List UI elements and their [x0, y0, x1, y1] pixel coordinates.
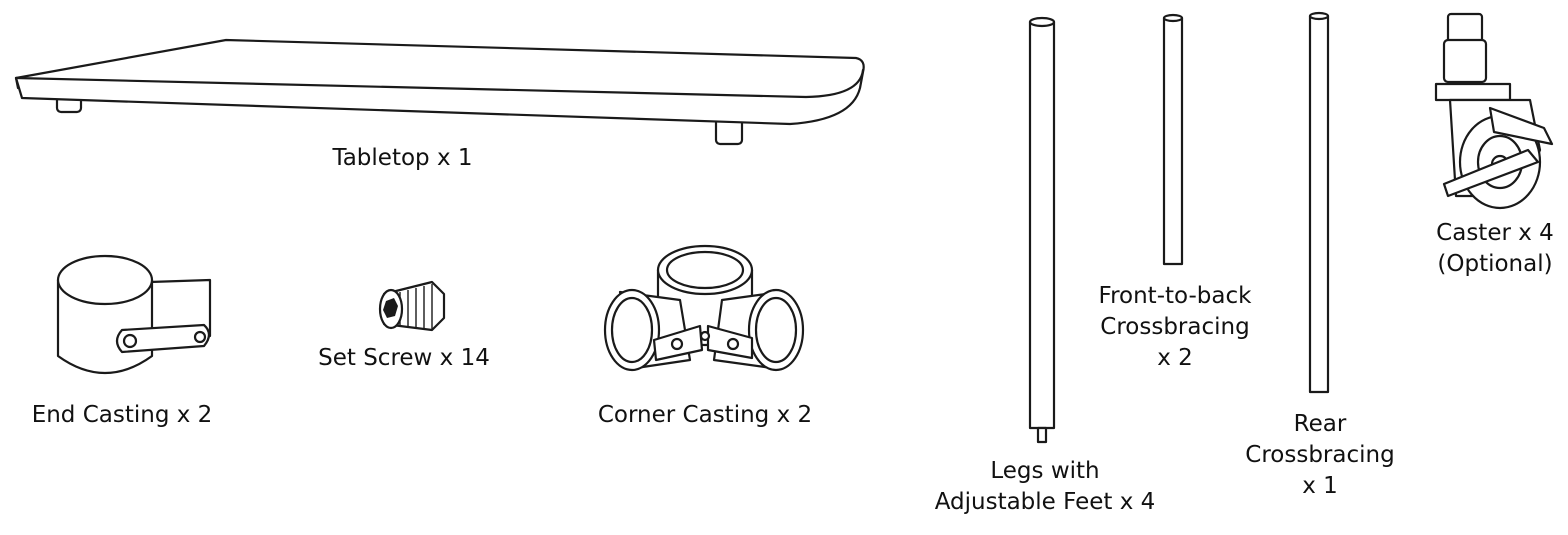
- caster-label: Caster x 4 (Optional): [1425, 218, 1565, 280]
- rear-crossbracing-label-line-1: Rear: [1293, 411, 1347, 437]
- set-screw-label-line: Set Screw x 14: [318, 345, 490, 371]
- end-casting-label-line: End Casting x 2: [31, 402, 213, 428]
- end-casting-illustration: [56, 254, 212, 374]
- corner-casting-illustration: [603, 244, 805, 372]
- corner-casting-label: Corner Casting x 2: [580, 400, 830, 431]
- tabletop-label-line: Tabletop x 1: [332, 145, 473, 171]
- front-to-back-crossbracing-illustration: [1162, 13, 1184, 266]
- legs-label-line-1: Legs with: [990, 458, 1100, 484]
- corner-casting-label-line: Corner Casting x 2: [597, 402, 813, 428]
- tabletop-label: Tabletop x 1: [300, 143, 505, 174]
- front-to-back-label-line-2: Crossbracing: [1100, 314, 1250, 340]
- rear-crossbracing-label: Rear Crossbracing x 1: [1230, 409, 1410, 502]
- set-screw-illustration: [378, 280, 446, 332]
- rear-crossbracing-label-line-2: Crossbracing: [1245, 442, 1395, 468]
- caster-label-line-2: (Optional): [1437, 251, 1553, 277]
- rear-crossbracing-label-line-3: x 1: [1302, 473, 1338, 499]
- set-screw-label: Set Screw x 14: [304, 343, 504, 374]
- front-to-back-label-line-1: Front-to-back: [1098, 283, 1252, 309]
- leg-illustration: [1028, 16, 1056, 444]
- front-to-back-label-line-3: x 2: [1157, 345, 1193, 371]
- rear-crossbracing-illustration: [1308, 11, 1330, 394]
- legs-label: Legs with Adjustable Feet x 4: [915, 456, 1175, 518]
- tabletop-illustration: [14, 38, 865, 146]
- end-casting-label: End Casting x 2: [12, 400, 232, 431]
- legs-label-line-2: Adjustable Feet x 4: [934, 489, 1156, 515]
- caster-illustration: [1434, 12, 1554, 210]
- front-to-back-crossbracing-label: Front-to-back Crossbracing x 2: [1080, 281, 1270, 374]
- caster-label-line-1: Caster x 4: [1436, 220, 1554, 246]
